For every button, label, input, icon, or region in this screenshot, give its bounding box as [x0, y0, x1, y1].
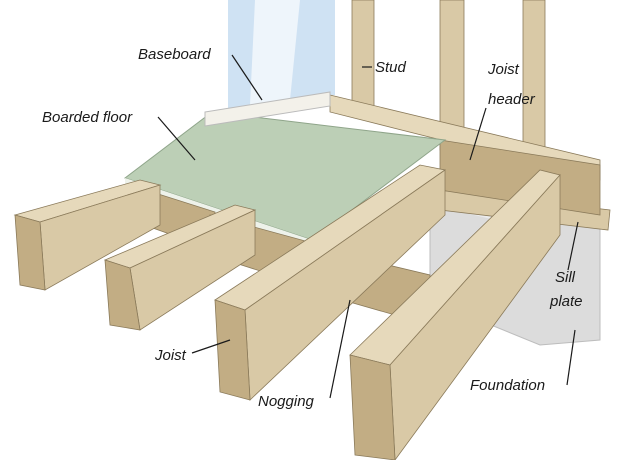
stud — [351, 0, 375, 111]
joist-1 — [13, 179, 162, 291]
joist-3 — [214, 164, 446, 401]
joist-leader — [191, 339, 231, 354]
foundation-leader — [566, 329, 576, 386]
label-foundation: Foundation — [470, 377, 545, 394]
label-joist-header-1: Joist — [487, 61, 520, 78]
label-stud: Stud — [375, 59, 407, 76]
baseboard-leader — [231, 54, 263, 101]
label-joist-header-2: header — [488, 91, 536, 108]
baseboard — [204, 91, 331, 127]
joist-header-leader — [469, 107, 487, 161]
wall-highlight — [250, 0, 300, 105]
joist-4 — [349, 169, 561, 460]
label-joist: Joist — [154, 347, 187, 364]
joist-2 — [103, 204, 257, 331]
label-baseboard: Baseboard — [138, 46, 211, 63]
sill-plate-leader — [567, 221, 579, 271]
label-sill-plate-2: plate — [549, 293, 583, 310]
label-sill-plate-1: Sill — [555, 269, 576, 286]
boarded-floor-leader — [157, 116, 196, 161]
label-boarded-floor: Boarded floor — [42, 109, 133, 126]
nogging-leader — [329, 299, 351, 399]
label-nogging: Nogging — [258, 393, 315, 410]
